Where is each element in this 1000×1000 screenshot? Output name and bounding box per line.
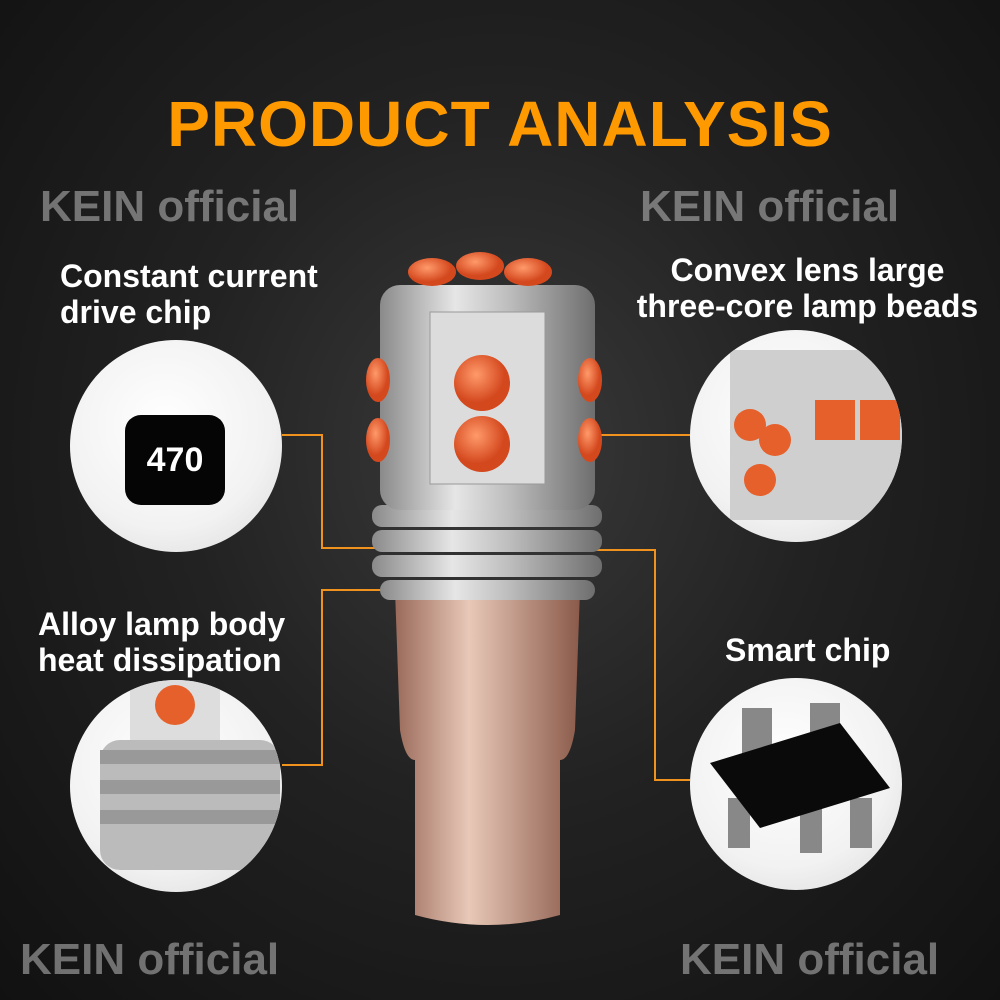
lamp-body-label: Alloy lamp body heat dissipation	[38, 606, 285, 678]
lamp-beads-circle	[690, 330, 902, 542]
label-line: drive chip	[60, 294, 212, 330]
watermark: KEIN official	[40, 182, 300, 231]
label-line: Constant current	[60, 258, 318, 294]
watermark: KEIN official	[20, 935, 280, 984]
lamp-body-circle	[70, 680, 282, 892]
smart-chip-circle	[690, 678, 902, 890]
label-line: Convex lens large	[670, 252, 945, 288]
watermark: KEIN official	[680, 935, 940, 984]
chip-470: 470	[125, 415, 225, 505]
lamp-body-closeup	[100, 680, 280, 870]
drive-chip-label: Constant current drive chip	[60, 258, 318, 330]
smart-chip-closeup	[710, 703, 890, 853]
lamp-beads-closeup	[730, 350, 902, 520]
drive-chip-circle: 470	[70, 340, 282, 552]
lamp-beads-label: Convex lens large three-core lamp beads	[620, 252, 995, 324]
watermark: KEIN official	[640, 182, 900, 231]
smart-chip-label: Smart chip	[725, 632, 891, 668]
label-line: three-core lamp beads	[636, 288, 979, 324]
label-line: Alloy lamp body	[38, 606, 286, 642]
page-title: PRODUCT ANALYSIS	[167, 88, 833, 160]
label-line: heat dissipation	[38, 642, 282, 678]
